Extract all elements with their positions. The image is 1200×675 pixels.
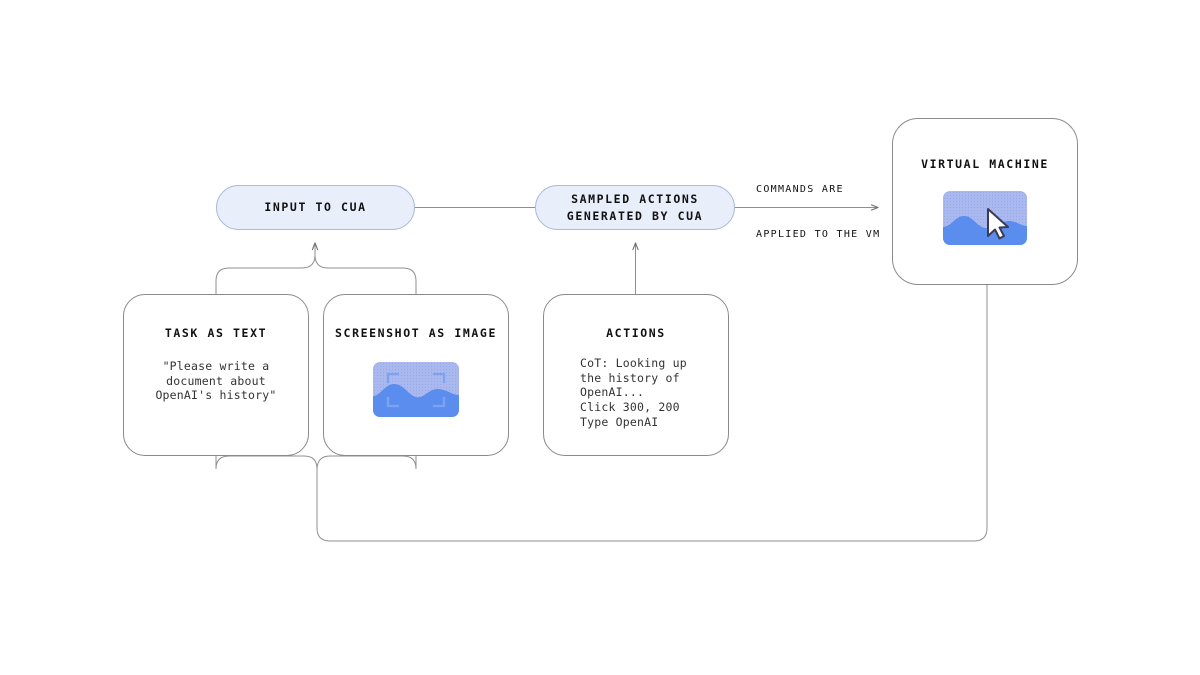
node-task-as-text[interactable]: TASK AS TEXT "Please write a document ab…: [123, 294, 309, 456]
screenshot-graphic: [373, 372, 459, 417]
screenshot-frame-icon: [373, 362, 459, 417]
node-input-to-cua-label: INPUT TO CUA: [264, 200, 367, 215]
vm-screen-with-cursor-icon: [943, 191, 1027, 245]
edge-caption-commands-applied: COMMANDS ARE APPLIED TO THE VM: [756, 152, 880, 272]
node-actions-body: CoT: Looking up the history of OpenAI...…: [580, 356, 687, 429]
edge-merge-to-input: [215, 242, 319, 294]
node-virtual-machine-title: VIRTUAL MACHINE: [921, 157, 1049, 171]
node-task-as-text-body: "Please write a document about OpenAI's …: [155, 359, 277, 403]
node-sampled-actions[interactable]: SAMPLED ACTIONS GENERATED BY CUA: [535, 185, 735, 230]
node-screenshot-as-image[interactable]: SCREENSHOT AS IMAGE: [323, 294, 509, 456]
edge-feedback-right-branch: [316, 455, 417, 471]
node-actions[interactable]: ACTIONS CoT: Looking up the history of O…: [543, 294, 729, 456]
edge-caption-line2: APPLIED TO THE VM: [756, 229, 881, 240]
node-sampled-actions-line1: SAMPLED ACTIONS: [571, 191, 699, 206]
edge-merge-right-branch: [314, 245, 417, 294]
edge-caption-line1: COMMANDS ARE: [756, 184, 844, 195]
node-virtual-machine[interactable]: VIRTUAL MACHINE: [892, 118, 1078, 285]
node-input-to-cua[interactable]: INPUT TO CUA: [216, 185, 415, 230]
node-task-as-text-title: TASK AS TEXT: [164, 326, 268, 340]
capture-corner-brackets-icon: [386, 372, 446, 408]
vm-screen-graphic: [943, 208, 1027, 245]
node-sampled-actions-line2: GENERATED BY CUA: [566, 208, 704, 223]
node-screenshot-as-image-title: SCREENSHOT AS IMAGE: [335, 326, 497, 340]
cursor-arrow-icon: [987, 208, 1009, 240]
node-actions-title: ACTIONS: [606, 326, 666, 340]
